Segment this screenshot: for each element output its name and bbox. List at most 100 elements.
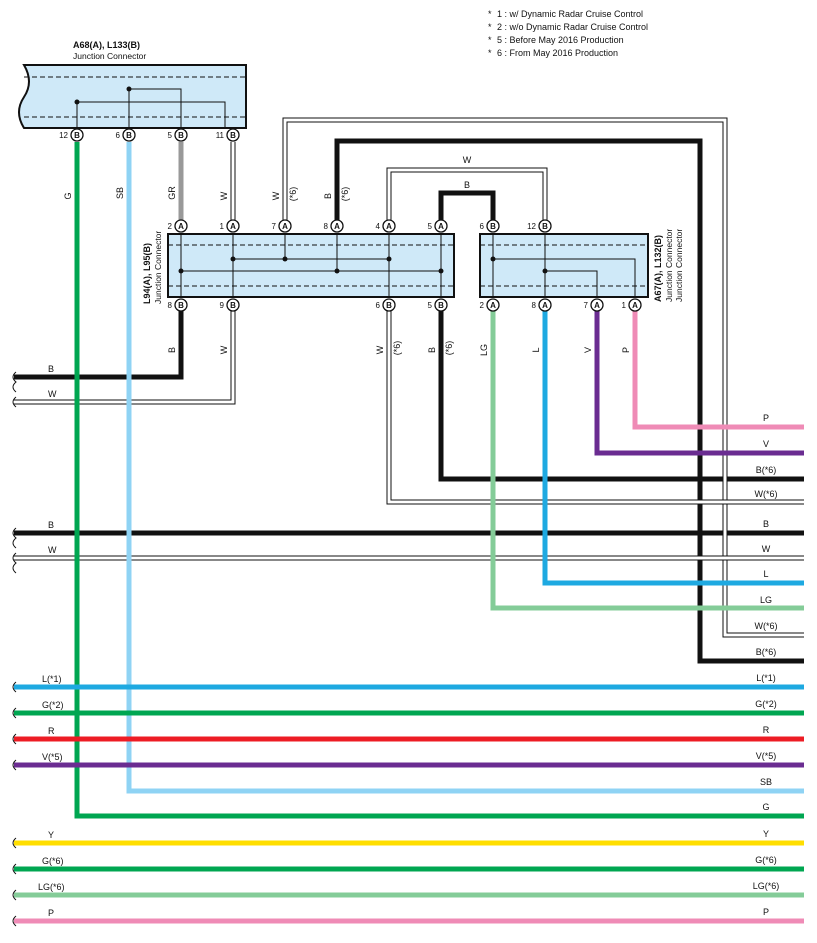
wire-label: W(*6)	[755, 621, 778, 631]
pin-number: 6	[480, 222, 485, 231]
wire-labels-vertical: G SB GR W W (*6) B (*6) B W W (*6) B (*6…	[63, 155, 631, 356]
connector-subtitle: Junction Connector	[664, 229, 674, 302]
wire-label: LG	[760, 595, 772, 605]
wire-label: W	[762, 544, 771, 554]
pins-middle-bottom: B B B B 8 9 6 5	[168, 298, 448, 312]
wire-label: LG	[479, 344, 489, 356]
wire-label: SB	[115, 187, 125, 199]
wire-label: W	[219, 191, 229, 200]
pin-letter: A	[632, 301, 638, 310]
wire-label: L	[531, 347, 541, 352]
pin-letter: A	[230, 222, 236, 231]
wire-labels-right: P V B(*6) W(*6) B W L LG W(*6) B(*6) L(*…	[753, 413, 780, 917]
wire-label: B(*6)	[756, 465, 777, 475]
pin-letter: B	[490, 222, 496, 231]
wire-label: P	[763, 413, 769, 423]
pin-number: 4	[376, 222, 381, 231]
junction-connector-middle: L94(A), L95(B) Junction Connector	[142, 231, 455, 304]
note-text: 5 : Before May 2016 Production	[497, 35, 624, 45]
pin-number: 7	[584, 301, 589, 310]
wire-label: P	[763, 907, 769, 917]
pin-number: 7	[272, 222, 277, 231]
pin-number: 6	[116, 131, 121, 140]
pin-number: 8	[168, 301, 173, 310]
pin-number: 5	[168, 131, 173, 140]
notes-block: * 1 : w/ Dynamic Radar Cruise Control * …	[488, 9, 648, 58]
wire-label: G(*2)	[755, 699, 777, 709]
pin-number: 1	[220, 222, 225, 231]
wire-labels-left: B W B W L(*1) G(*2) R V(*5) Y G(*6) LG(*…	[38, 364, 65, 918]
wire-label: L(*1)	[756, 673, 776, 683]
pin-letter: B	[230, 131, 236, 140]
pins-top: B B B B 12 6 5 11	[59, 128, 240, 142]
pin-number: 12	[527, 222, 536, 231]
wire-label: L(*1)	[42, 674, 62, 684]
wire-label: (*6)	[392, 341, 402, 356]
wire-label: LG(*6)	[753, 881, 780, 891]
pin-number: 6	[376, 301, 381, 310]
wire-label: B	[48, 364, 54, 374]
pin-letter: A	[334, 222, 340, 231]
pin-letter: A	[386, 222, 392, 231]
wire-label: P	[621, 347, 631, 353]
pin-number: 11	[216, 131, 225, 140]
wire-label: V(*5)	[756, 751, 777, 761]
wire-label: B	[167, 347, 177, 353]
wire-label: W	[271, 191, 281, 200]
note-mark: *	[488, 48, 492, 58]
pin-letter: B	[230, 301, 236, 310]
connector-title: A68(A), L133(B)	[73, 40, 140, 50]
note-text: 1 : w/ Dynamic Radar Cruise Control	[497, 9, 643, 19]
pin-letter: A	[542, 301, 548, 310]
pin-number: 5	[428, 301, 433, 310]
wire-label: W	[375, 345, 385, 354]
pin-letter: B	[178, 301, 184, 310]
wire-label: W(*6)	[755, 489, 778, 499]
pin-number: 8	[532, 301, 537, 310]
pin-number: 9	[220, 301, 225, 310]
wire-label: W	[48, 389, 57, 399]
wire-label: (*6)	[340, 187, 350, 202]
pin-number: 2	[480, 301, 485, 310]
wire-label: P	[48, 908, 54, 918]
wire-label: Y	[763, 829, 769, 839]
wire-label: G	[63, 192, 73, 199]
wire-label: W	[48, 545, 57, 555]
wire-label: G(*6)	[755, 855, 777, 865]
pin-letter: B	[178, 131, 184, 140]
pin-letter: A	[282, 222, 288, 231]
wire-label: W	[463, 155, 472, 165]
wire-label: SB	[760, 777, 772, 787]
pins-right-top: B B 6 12	[480, 219, 552, 233]
wire-label: B(*6)	[756, 647, 777, 657]
pins-right-bottom: A A A A 2 8 7 1	[480, 298, 642, 312]
wire-label: V	[583, 347, 593, 353]
wire-label: (*6)	[288, 187, 298, 202]
wire-label: (*6)	[444, 341, 454, 356]
left-break-markers	[12, 371, 17, 927]
wire-label: R	[48, 726, 55, 736]
wire-label: R	[763, 725, 770, 735]
pin-number: 2	[168, 222, 173, 231]
wire-label: GR	[167, 186, 177, 200]
wire-label: B	[763, 519, 769, 529]
note-text: 6 : From May 2016 Production	[497, 48, 618, 58]
wire-label: L	[763, 569, 768, 579]
pin-number: 12	[59, 131, 68, 140]
wire-label: B	[427, 347, 437, 353]
pin-letter: A	[178, 222, 184, 231]
connector-subtitle: Junction Connector	[153, 231, 163, 304]
wire-label: G	[762, 802, 769, 812]
note-text: 2 : w/o Dynamic Radar Cruise Control	[497, 22, 648, 32]
junction-connector-right: A67(A), L132(B) Junction Connector Junct…	[479, 229, 684, 302]
wire-label: G(*6)	[42, 856, 64, 866]
pin-letter: B	[542, 222, 548, 231]
wire-label: V(*5)	[42, 752, 63, 762]
wire-label: Y	[48, 830, 54, 840]
wire-label: B	[464, 180, 470, 190]
pins-middle-top: A A A A A A 2 1 7 8 4 5	[168, 219, 448, 233]
wire-label: B	[323, 193, 333, 199]
wire-label: W	[219, 345, 229, 354]
connector-subtitle: Junction Connector	[73, 51, 146, 61]
